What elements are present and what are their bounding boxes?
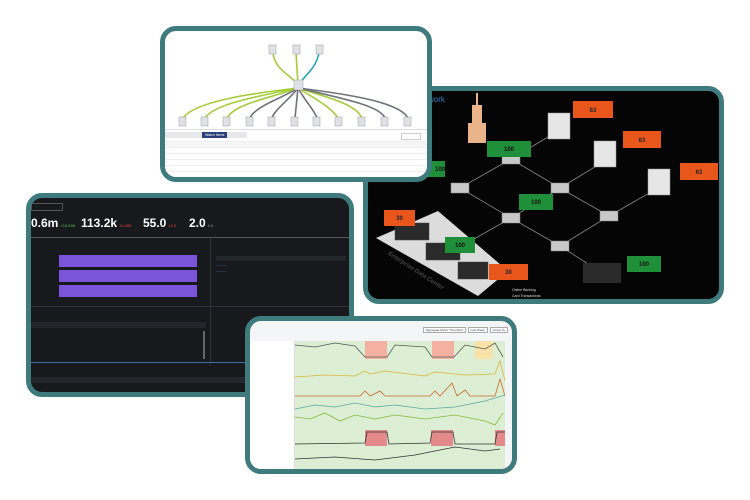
bar — [59, 255, 197, 267]
table-row[interactable] — [165, 159, 427, 166]
bank-buildings — [547, 112, 671, 196]
top-queries-table-header — [31, 322, 206, 328]
metric-labels — [250, 341, 295, 469]
status-badge-green[interactable]: 100 — [627, 256, 661, 272]
metrics-chart — [295, 341, 505, 469]
server-box — [583, 263, 621, 283]
table-row[interactable] — [165, 165, 427, 172]
status-badge-orange[interactable]: 63 — [573, 101, 613, 118]
link-row[interactable]: ——— — [216, 263, 227, 267]
series-line — [295, 394, 505, 410]
network-diagram — [376, 93, 671, 296]
time-range-button[interactable]: Last Week — [467, 327, 488, 333]
network-title: work — [428, 95, 445, 104]
series-line — [295, 431, 505, 445]
group-by-button[interactable]: Group by — [489, 327, 508, 333]
metrics-screenshot-card: Aggregate Metric Threshold Last Week Gro… — [245, 316, 517, 474]
status-badge-orange[interactable]: 63 — [680, 163, 718, 180]
series-line — [295, 412, 504, 426]
recent-queries-table-header — [31, 377, 349, 383]
bar-chart — [59, 255, 197, 297]
scrollbar[interactable] — [203, 331, 205, 359]
series-line — [295, 359, 505, 382]
network-switches — [450, 153, 619, 252]
link-row[interactable]: ——— — [216, 269, 227, 273]
table-row[interactable] — [165, 153, 427, 160]
stat-total-messages: 0.6m+15.63K — [31, 216, 76, 230]
pager[interactable] — [401, 133, 421, 140]
status-badge-green[interactable]: 100 — [487, 141, 531, 157]
threshold-button[interactable]: Aggregate Metric Threshold — [422, 327, 466, 333]
series-line — [295, 342, 504, 358]
metrics-toolbar: Aggregate Metric Threshold Last Week Gro… — [422, 327, 508, 333]
empire-state-building — [468, 93, 486, 143]
table-row[interactable] — [165, 147, 427, 154]
tab-watch-items[interactable]: Watch Items — [202, 132, 228, 138]
status-badge-orange[interactable]: 63 — [623, 131, 661, 148]
series-line — [295, 446, 501, 461]
topology-nodes — [178, 44, 412, 127]
topology-graph — [178, 44, 412, 127]
table-header — [165, 141, 427, 148]
datacenter-servers — [394, 222, 489, 280]
series-line — [295, 377, 505, 397]
caption-line: Online Banking — [512, 288, 536, 292]
status-badge-green[interactable]: 100 — [445, 237, 475, 253]
status-badge-green[interactable]: 100 — [519, 194, 553, 210]
status-badge-orange[interactable]: 30 — [489, 264, 528, 280]
bar — [59, 285, 197, 297]
topology-table: Watch Items — [165, 129, 427, 177]
caption-line: Card Transactions — [512, 294, 541, 298]
table-row[interactable] — [165, 171, 427, 177]
top-dns-table-header — [216, 256, 346, 261]
bar — [59, 270, 197, 282]
time-range-select[interactable] — [31, 203, 63, 211]
chart-background — [295, 341, 505, 469]
status-badge-orange[interactable]: 30 — [384, 210, 415, 226]
topology-screenshot-card: Watch Items — [160, 26, 432, 182]
